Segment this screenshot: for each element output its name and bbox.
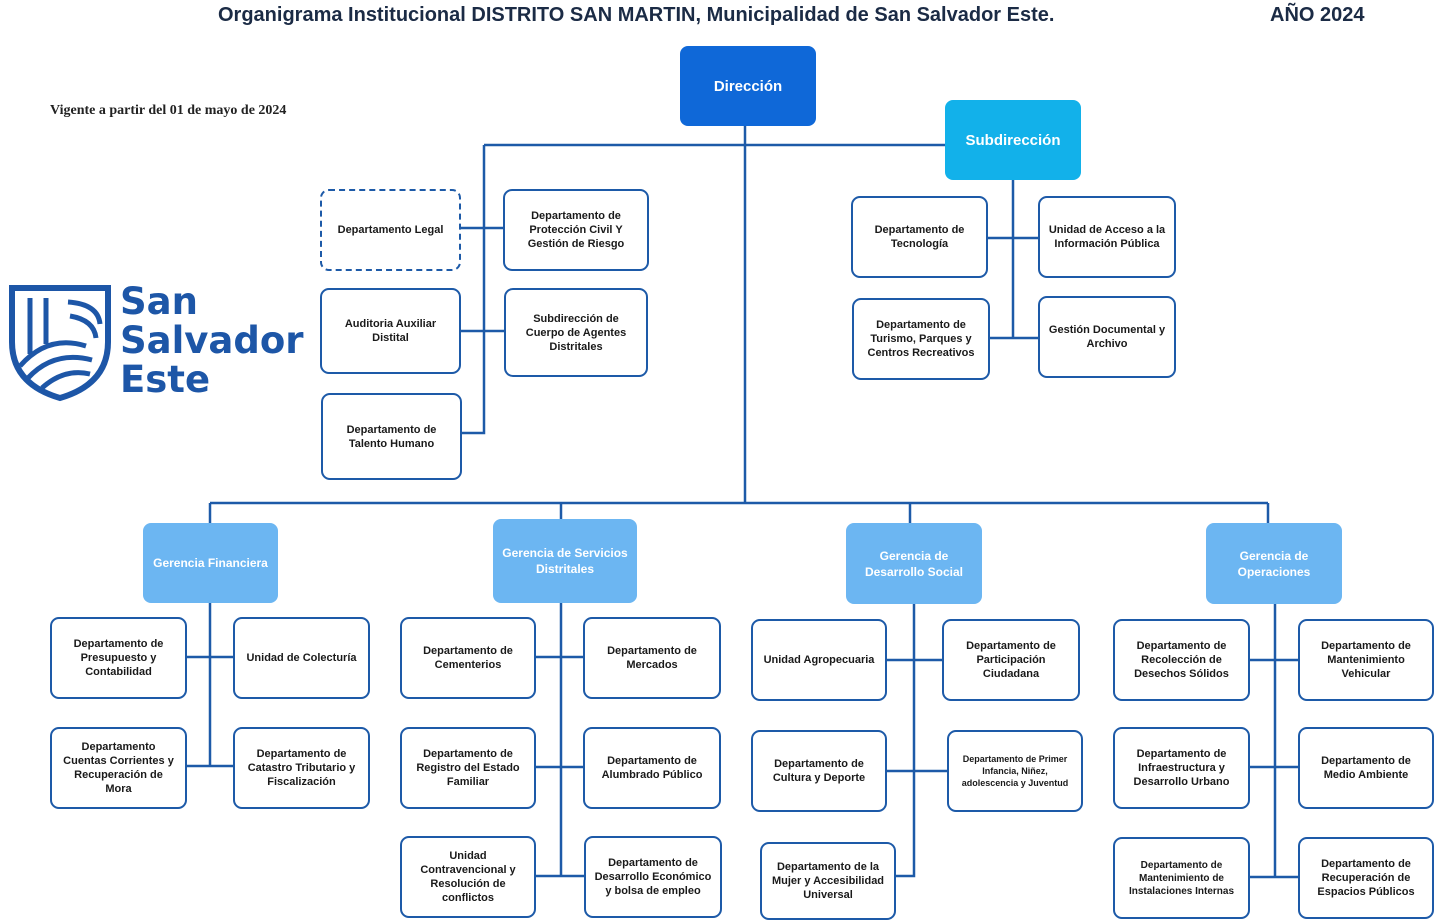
tecnologia-box: Departamento de Tecnología — [851, 196, 988, 278]
desarrollo-economico-box: Departamento de Desarrollo Económico y b… — [584, 836, 722, 918]
acceso-informacion-box: Unidad de Acceso a la Información Públic… — [1038, 196, 1176, 278]
cuerpo-agentes-box: Subdirección de Cuerpo de Agentes Distri… — [504, 288, 648, 377]
mujer-box: Departamento de la Mujer y Accesibilidad… — [760, 842, 896, 920]
effective-date: Vigente a partir del 01 de mayo de 2024 — [50, 103, 287, 118]
direccion-box: Dirección — [680, 46, 816, 126]
mercados-box: Departamento de Mercados — [583, 617, 721, 699]
legal-department-box: Departamento Legal — [320, 189, 461, 271]
mantenimiento-instalaciones-box: Departamento de Mantenimiento de Instala… — [1113, 837, 1250, 919]
colecturia-box: Unidad de Colecturía — [233, 617, 370, 699]
recoleccion-box: Departamento de Recolección de Desechos … — [1113, 619, 1250, 701]
agropecuaria-box: Unidad Agropecuaria — [751, 619, 887, 701]
logo-wordmark: San Salvador Este — [120, 282, 304, 399]
participacion-box: Departamento de Participación Ciudadana — [942, 619, 1080, 701]
gerencia-social-box: Gerencia de Desarrollo Social — [846, 523, 982, 604]
talento-humano-box: Departamento de Talento Humano — [321, 393, 462, 480]
gerencia-servicios-box: Gerencia de Servicios Distritales — [493, 519, 637, 603]
mantenimiento-vehicular-box: Departamento de Mantenimiento Vehicular — [1298, 619, 1434, 701]
registro-familiar-box: Departamento de Registro del Estado Fami… — [400, 727, 536, 809]
logo-line-este: Este — [120, 358, 211, 401]
infraestructura-box: Departamento de Infraestructura y Desarr… — [1113, 727, 1250, 809]
cuentas-corrientes-box: Departamento Cuentas Corrientes y Recupe… — [50, 727, 187, 809]
shield-emblem-icon — [9, 285, 111, 402]
logo-line-salvador: Salvador — [120, 319, 304, 362]
espacios-publicos-box: Departamento de Recuperación de Espacios… — [1298, 837, 1434, 919]
chart-title: Organigrama Institucional DISTRITO SAN M… — [0, 4, 1437, 30]
cementerios-box: Departamento de Cementerios — [400, 617, 536, 699]
cultura-deporte-box: Departamento de Cultura y Deporte — [751, 730, 887, 812]
title-text: Organigrama Institucional DISTRITO SAN M… — [218, 4, 1055, 26]
social-spine — [896, 604, 916, 878]
gerencia-financiera-box: Gerencia Financiera — [143, 523, 278, 603]
san-salvador-este-logo: San Salvador Este — [8, 282, 308, 406]
primer-infancia-box: Departamento de Primer Infancia, Niñez, … — [947, 730, 1083, 812]
logo-line-san: San — [120, 280, 198, 323]
gestion-documental-box: Gestión Documental y Archivo — [1038, 296, 1176, 378]
catastro-box: Departamento de Catastro Tributario y Fi… — [233, 727, 370, 809]
proteccion-civil-box: Departamento de Protección Civil Y Gesti… — [503, 189, 649, 271]
auditoria-box: Auditoria Auxiliar Distital — [320, 288, 461, 374]
year-label: AÑO 2024 — [1270, 4, 1365, 26]
turismo-box: Departamento de Turismo, Parques y Centr… — [852, 298, 990, 380]
gerencia-operaciones-box: Gerencia de Operaciones — [1206, 523, 1342, 604]
presupuesto-box: Departamento de Presupuesto y Contabilid… — [50, 617, 187, 699]
medio-ambiente-box: Departamento de Medio Ambiente — [1298, 727, 1434, 809]
contravencional-box: Unidad Contravencional y Resolución de c… — [400, 836, 536, 918]
direccion-left-spine — [462, 145, 486, 435]
subdireccion-box: Subdirección — [945, 100, 1081, 180]
alumbrado-box: Departamento de Alumbrado Público — [583, 727, 721, 809]
